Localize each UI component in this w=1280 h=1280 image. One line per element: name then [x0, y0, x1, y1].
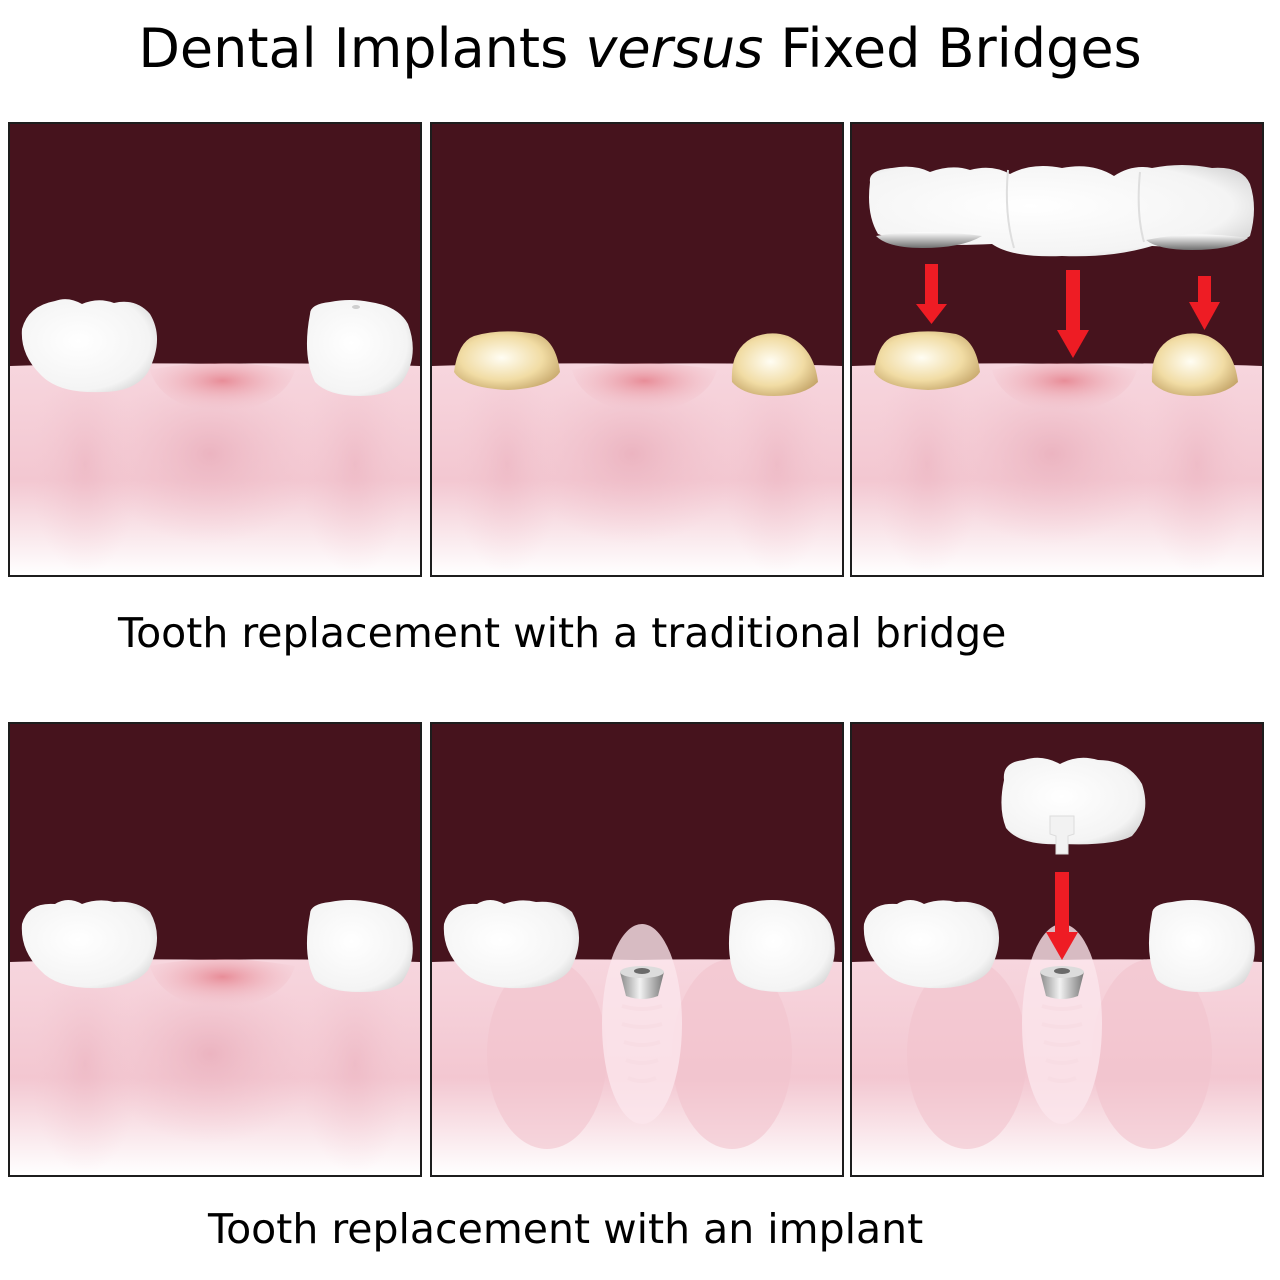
crown-icon [1001, 757, 1146, 855]
implant-panel-missing-tooth [8, 722, 422, 1177]
implant-panel-crown-placement [850, 722, 1264, 1177]
arrow-icon [916, 264, 1220, 358]
caption-implant: Tooth replacement with an implant [208, 1205, 924, 1253]
implant-abutment-icon [620, 966, 664, 999]
bridge-icon [869, 165, 1254, 257]
bridge-panel-bridge-placement [850, 122, 1264, 577]
bridge-panel-missing-tooth [8, 122, 422, 577]
title-suffix: Fixed Bridges [763, 17, 1142, 80]
title-prefix: Dental Implants [138, 17, 586, 80]
implant-abutment-icon [1040, 966, 1084, 999]
implant-screw-icon [621, 1004, 663, 1083]
diagram-title: Dental Implants versus Fixed Bridges [0, 14, 1280, 84]
bridge-panel-prepared-teeth [430, 122, 844, 577]
title-emphasis: versus [585, 17, 764, 80]
caption-traditional-bridge: Tooth replacement with a traditional bri… [118, 609, 1007, 657]
implant-panel-implant-placed [430, 722, 844, 1177]
arrow-icon [1046, 872, 1078, 960]
